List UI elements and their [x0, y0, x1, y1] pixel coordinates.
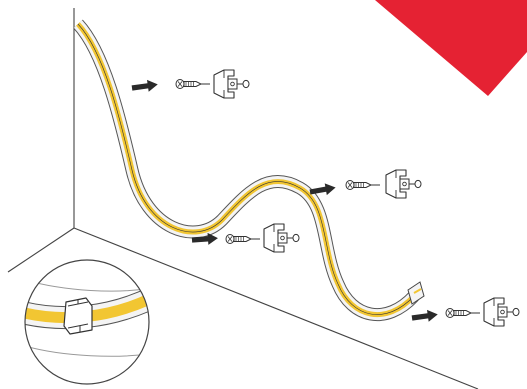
mount-set-1 [131, 69, 250, 99]
mounting-clip-icon [385, 169, 422, 199]
led-strip [73, 19, 425, 321]
magnifier-circle [24, 259, 150, 385]
screw-icon [225, 234, 261, 244]
mounting-clip-icon [483, 297, 520, 327]
corner-banner [375, 0, 527, 96]
floor-line-left [7, 227, 75, 273]
mounting-clip-detail [63, 297, 93, 335]
mount-set-4 [411, 297, 520, 327]
mounting-clip-icon [263, 223, 300, 253]
mounting-clip-icon [213, 69, 250, 99]
screw-icon [445, 308, 481, 318]
screw-icon [175, 79, 211, 89]
arrow-right-icon [411, 308, 439, 324]
arrow-right-icon [131, 78, 159, 94]
screw-icon [345, 180, 381, 190]
floor-line-right [73, 227, 479, 389]
mount-set-2 [308, 169, 422, 199]
